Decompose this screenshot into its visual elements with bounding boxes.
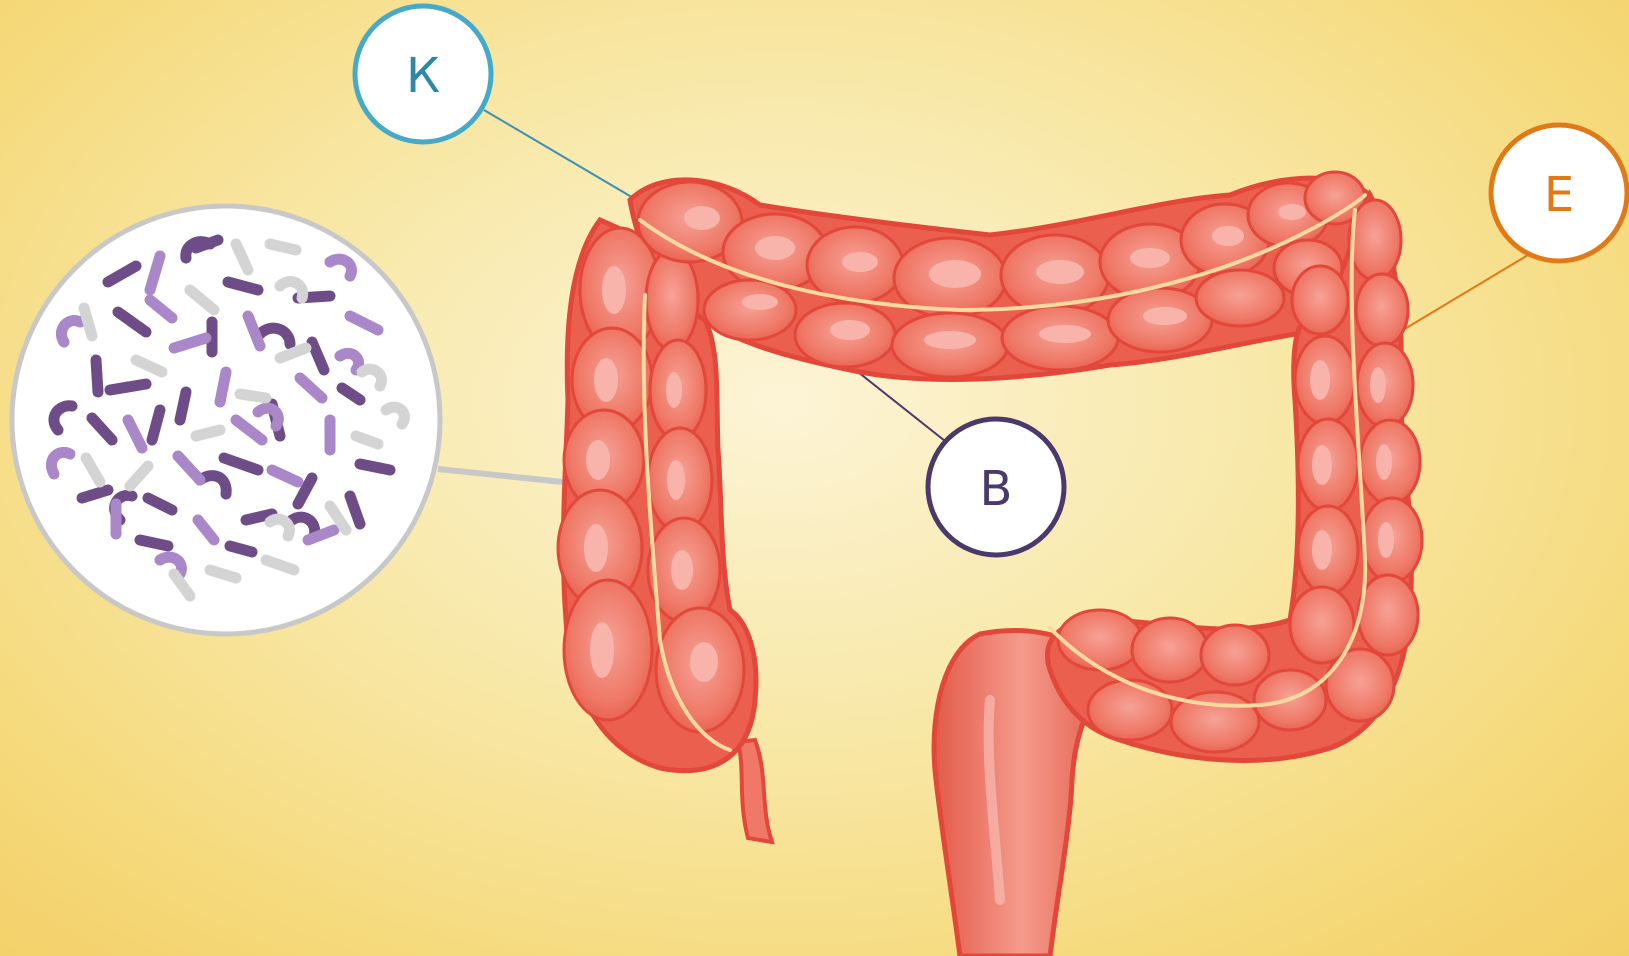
leader-line-k (484, 110, 652, 209)
label-k-text: К (406, 48, 440, 104)
leader-line-e (1393, 255, 1528, 336)
large-intestine-illustration (558, 172, 1422, 956)
label-b: В (928, 419, 1064, 555)
appendix (738, 740, 772, 842)
label-k: К (355, 6, 491, 142)
label-e: Е (1491, 125, 1627, 261)
bacteria-magnifier (12, 206, 440, 634)
label-e-text: Е (1544, 167, 1574, 223)
label-b-text: В (980, 461, 1013, 517)
